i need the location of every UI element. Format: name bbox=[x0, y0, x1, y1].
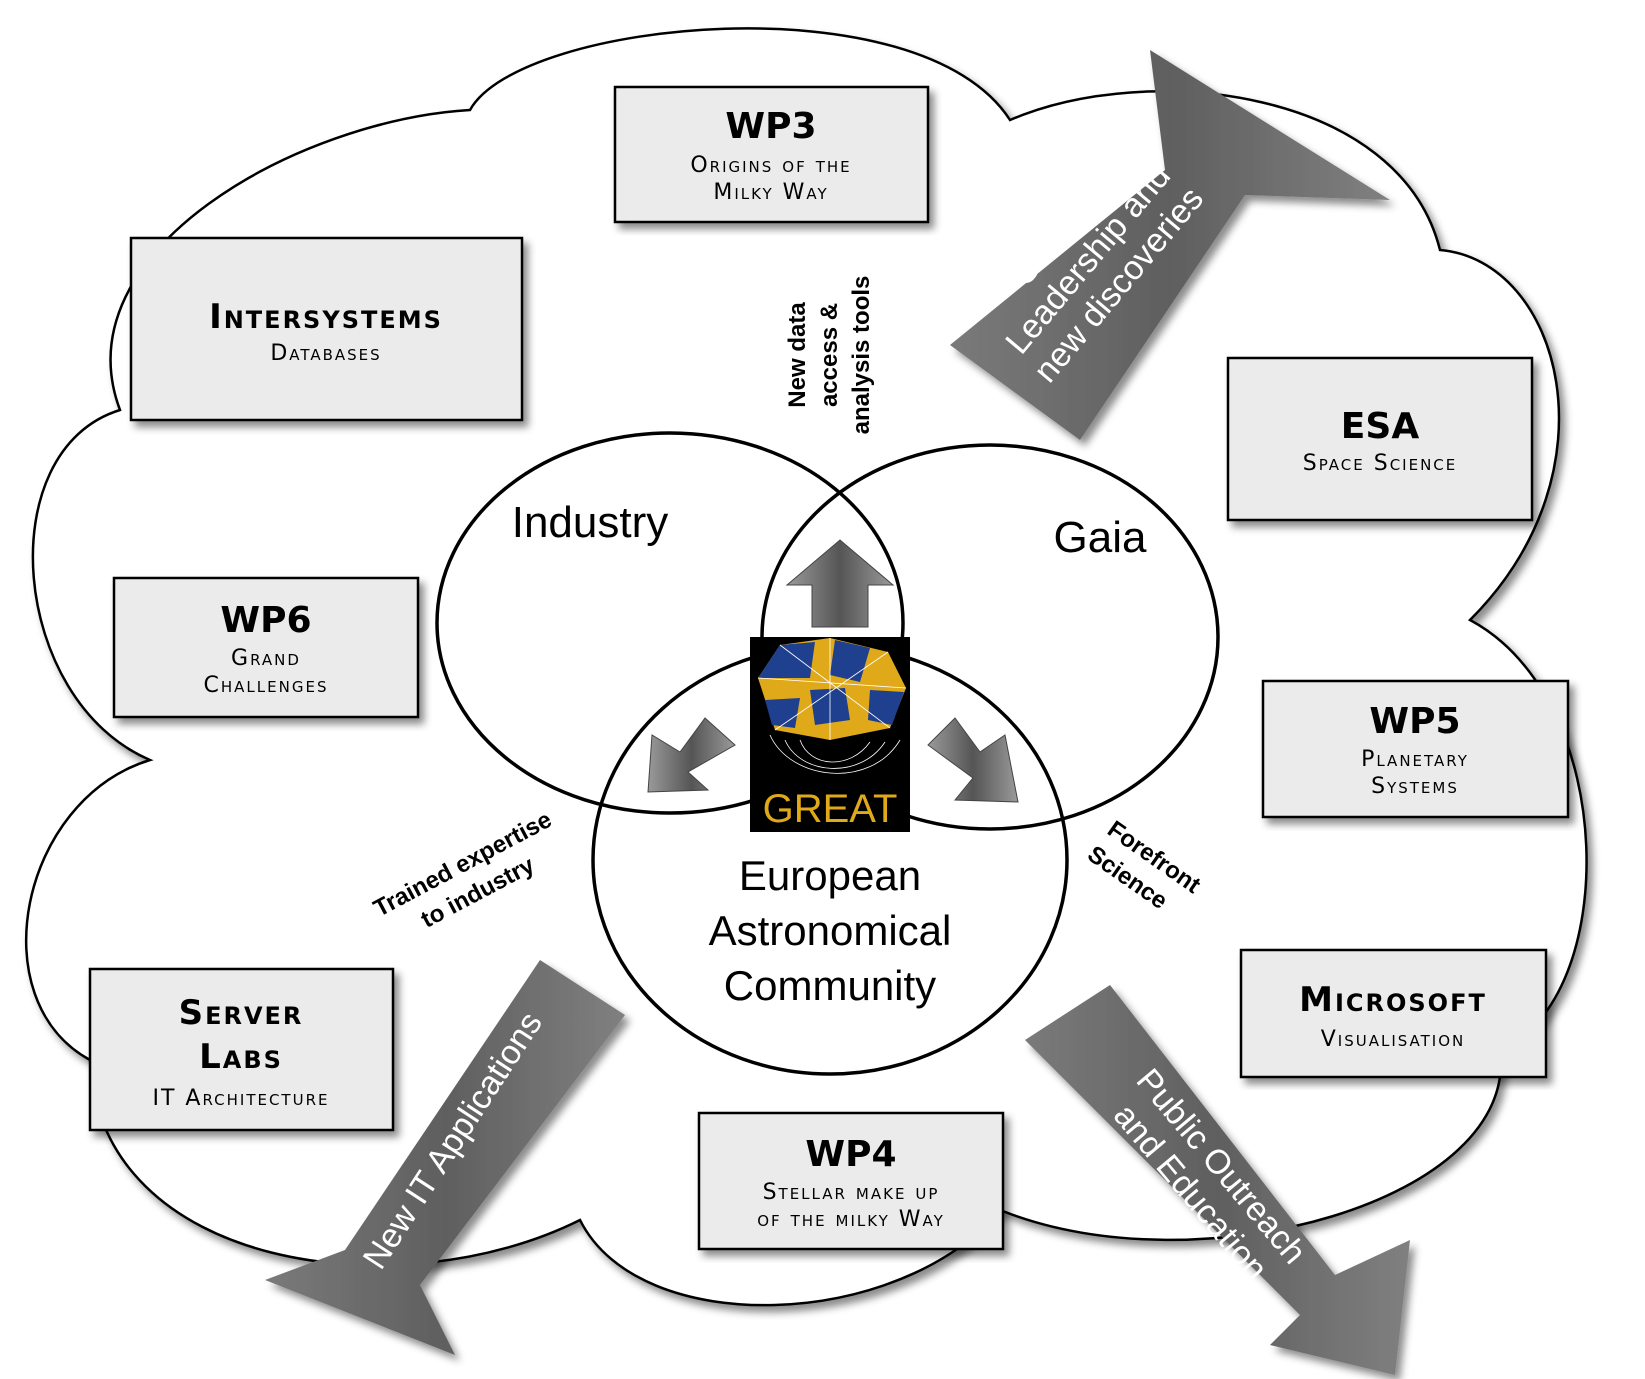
svg-text:WP5: WP5 bbox=[1369, 701, 1460, 742]
svg-text:Origins of the: Origins of the bbox=[690, 153, 851, 178]
svg-text:access &: access & bbox=[816, 303, 843, 407]
svg-text:Server: Server bbox=[179, 993, 304, 1033]
svg-text:Planetary: Planetary bbox=[1361, 747, 1469, 772]
svg-text:European: European bbox=[739, 852, 921, 899]
svg-text:WP6: WP6 bbox=[220, 600, 311, 641]
wp3-box: WP3 Origins of the Milky Way bbox=[613, 85, 930, 224]
community-label: European Astronomical Community bbox=[709, 852, 952, 1009]
science-arrow bbox=[950, 50, 1390, 440]
svg-text:Milky Way: Milky Way bbox=[713, 180, 828, 205]
svg-text:Astronomical: Astronomical bbox=[709, 907, 952, 954]
wp5-box: WP5 Planetary Systems bbox=[1261, 679, 1570, 819]
svg-text:Systems: Systems bbox=[1371, 774, 1459, 799]
svg-text:Visualisation: Visualisation bbox=[1321, 1027, 1466, 1052]
industry-label: Industry bbox=[512, 498, 669, 547]
data-tools-label: New data access & analysis tools bbox=[784, 276, 875, 435]
server-labs-box: Server Labs IT Architecture bbox=[88, 967, 395, 1132]
svg-text:Microsoft: Microsoft bbox=[1299, 980, 1487, 1020]
svg-text:Space Science: Space Science bbox=[1303, 451, 1458, 476]
intersystems-box: Intersystems Databases bbox=[129, 236, 524, 422]
microsoft-box: Microsoft Visualisation bbox=[1239, 948, 1548, 1079]
svg-text:Databases: Databases bbox=[270, 341, 381, 366]
gaia-label: Gaia bbox=[1054, 513, 1147, 562]
great-logo: GREAT bbox=[750, 637, 910, 832]
outreach-arrow bbox=[1025, 985, 1410, 1375]
down-right-arrow bbox=[927, 717, 1019, 803]
esa-box: ESA Space Science bbox=[1226, 356, 1534, 522]
svg-text:Stellar make up: Stellar make up bbox=[763, 1180, 940, 1205]
svg-text:WP3: WP3 bbox=[725, 106, 816, 147]
svg-text:of the milky Way: of the milky Way bbox=[757, 1207, 945, 1232]
svg-text:New data: New data bbox=[784, 302, 811, 408]
svg-text:Grand: Grand bbox=[231, 646, 301, 671]
wp4-box: WP4 Stellar make up of the milky Way bbox=[697, 1111, 1005, 1251]
svg-text:Labs: Labs bbox=[199, 1037, 283, 1077]
svg-text:analysis tools: analysis tools bbox=[848, 276, 875, 435]
svg-text:Intersystems: Intersystems bbox=[209, 297, 443, 337]
svg-text:Challenges: Challenges bbox=[204, 673, 329, 698]
down-left-arrow bbox=[647, 717, 736, 793]
wp6-box: WP6 Grand Challenges bbox=[112, 576, 420, 719]
svg-text:Community: Community bbox=[724, 962, 936, 1009]
svg-text:WP4: WP4 bbox=[805, 1134, 896, 1175]
industry-circle bbox=[435, 431, 905, 815]
up-arrow bbox=[785, 539, 895, 628]
svg-text:IT Architecture: IT Architecture bbox=[153, 1086, 330, 1111]
svg-text:ESA: ESA bbox=[1341, 406, 1420, 447]
it-applications-arrow bbox=[265, 960, 625, 1355]
great-logo-text: GREAT bbox=[763, 787, 898, 831]
